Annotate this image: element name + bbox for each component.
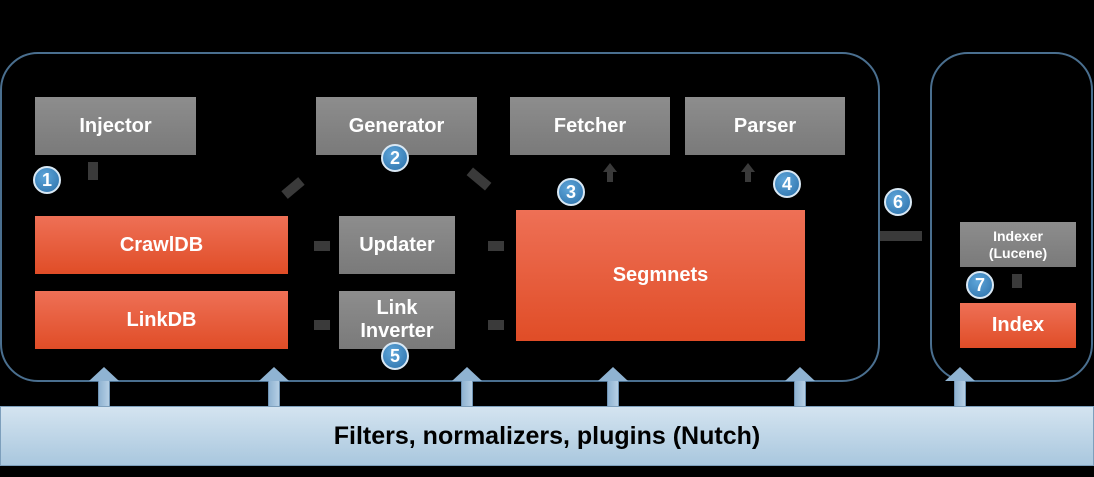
indexer-label-line2: (Lucene) — [988, 244, 1048, 261]
step-badge-2: 2 — [381, 144, 409, 172]
plugin-arrow-1 — [89, 367, 119, 407]
connector-crawldb-updater — [314, 241, 330, 251]
step-badge-3: 3 — [557, 178, 585, 206]
connector-linkdb-inverter — [314, 320, 330, 330]
linkdb-block: LinkDB — [35, 291, 288, 349]
index-label: Index — [991, 314, 1045, 336]
connector-injector-crawldb — [88, 162, 98, 180]
parser-block: Parser — [685, 97, 845, 155]
indexer-block: Indexer (Lucene) — [960, 222, 1076, 267]
updater-label: Updater — [359, 233, 435, 256]
plugin-arrow-3 — [452, 367, 482, 407]
step-badge-6: 6 — [884, 188, 912, 216]
up-arrow-icon — [785, 367, 815, 381]
plugin-arrow-6 — [945, 367, 975, 407]
injector-label: Injector — [79, 114, 152, 137]
fetcher-block: Fetcher — [510, 97, 670, 155]
step-badge-7: 7 — [966, 271, 994, 299]
link-inverter-label-line1: Link — [376, 297, 418, 319]
indexer-label-line1: Indexer — [993, 227, 1043, 244]
fetcher-label: Fetcher — [553, 114, 627, 137]
crawldb-block: CrawlDB — [35, 216, 288, 274]
up-arrow-icon — [89, 367, 119, 381]
step-badge-4: 4 — [773, 170, 801, 198]
connector-segments-indexer — [880, 231, 922, 241]
crawldb-label: CrawlDB — [119, 233, 204, 256]
connector-inverter-segments — [488, 320, 504, 330]
step-badge-5: 5 — [381, 342, 409, 370]
segments-block: Segmnets — [516, 210, 805, 341]
segments-label: Segmnets — [612, 264, 709, 286]
linkdb-label: LinkDB — [126, 308, 197, 331]
plugin-arrow-2 — [259, 367, 289, 407]
link-inverter-label-line2: Inverter — [360, 320, 434, 342]
filters-plugins-bar: Filters, normalizers, plugins (Nutch) — [0, 406, 1094, 466]
generator-label: Generator — [348, 114, 445, 137]
arrow-segments-fetcher — [603, 163, 617, 182]
plugin-arrow-5 — [785, 367, 815, 407]
filters-plugins-label: Filters, normalizers, plugins (Nutch) — [333, 421, 761, 450]
plugin-arrow-4 — [598, 367, 628, 407]
link-inverter-block: Link Inverter — [339, 291, 455, 349]
up-arrow-icon — [598, 367, 628, 381]
arrow-segments-parser — [741, 163, 755, 182]
index-block: Index — [960, 303, 1076, 348]
parser-label: Parser — [733, 114, 797, 137]
up-arrow-icon — [452, 367, 482, 381]
crawl-frame — [0, 52, 880, 382]
up-arrow-icon — [741, 163, 755, 172]
updater-block: Updater — [339, 216, 455, 274]
up-arrow-icon — [603, 163, 617, 172]
connector-updater-segments — [488, 241, 504, 251]
step-badge-1: 1 — [33, 166, 61, 194]
up-arrow-icon — [945, 367, 975, 381]
injector-block: Injector — [35, 97, 196, 155]
index-frame — [930, 52, 1093, 382]
connector-indexer-index — [1012, 274, 1022, 288]
up-arrow-icon — [259, 367, 289, 381]
